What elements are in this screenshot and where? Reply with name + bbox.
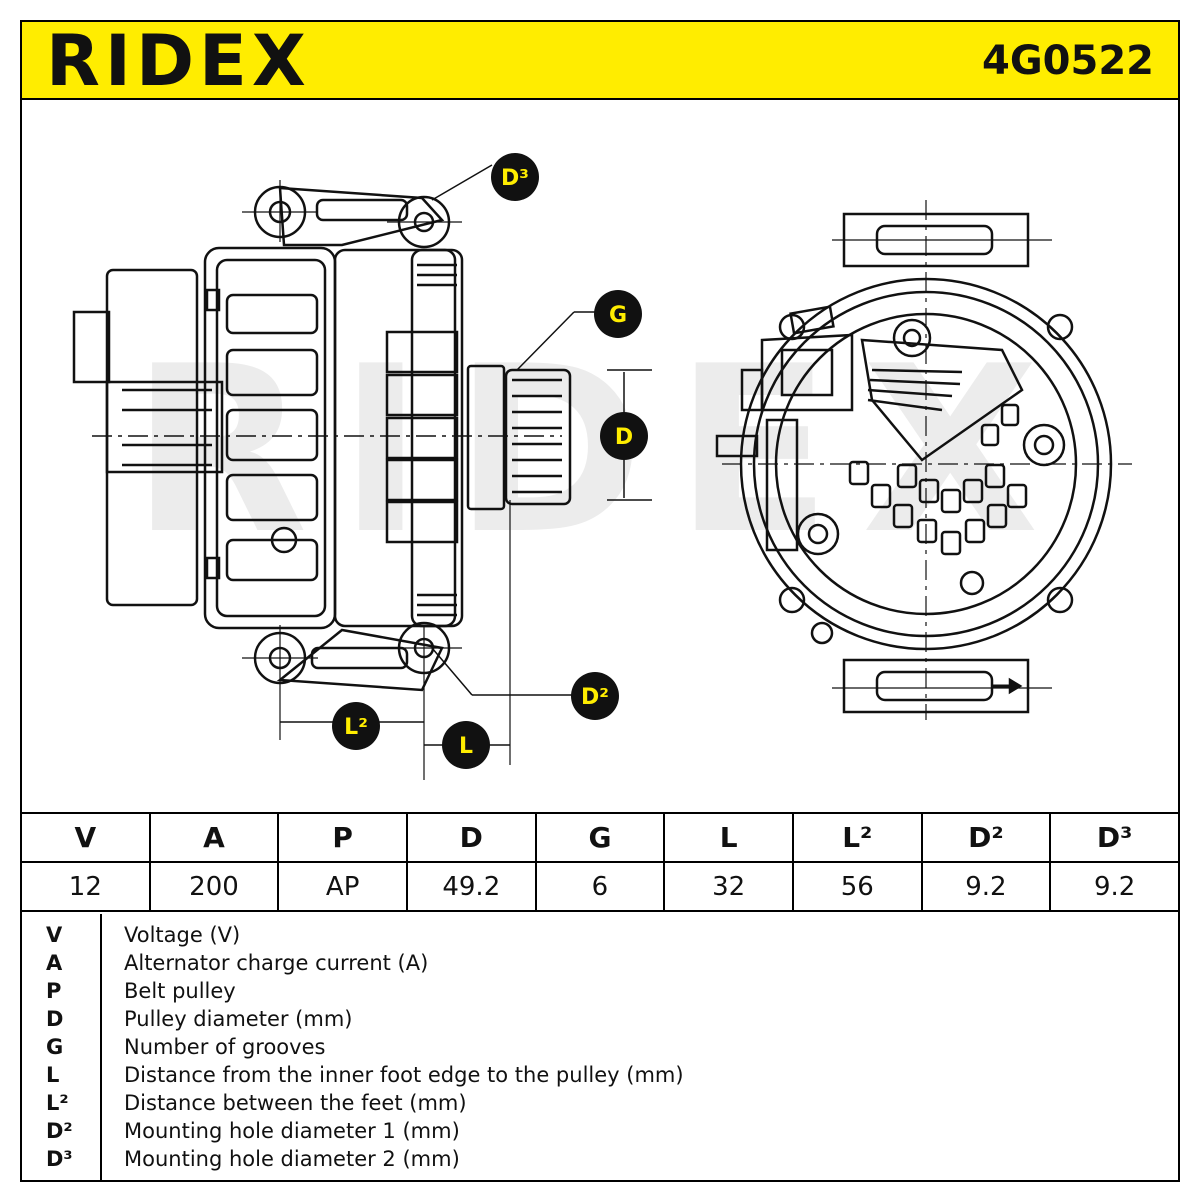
spec-header-l: L: [663, 812, 794, 863]
spec-header-d2: D²: [920, 812, 1052, 863]
part-number: 4G0522: [982, 38, 1154, 84]
spec-header-l2: L²: [791, 812, 923, 863]
spec-header-g: G: [534, 812, 666, 863]
legend-text: Mounting hole diameter 1 (mm): [124, 1119, 460, 1143]
legend-symbol: V: [46, 923, 63, 947]
callout-l2: L²: [332, 702, 380, 750]
header-bar: RIDEX 4G0522: [20, 20, 1180, 100]
legend-row: P Belt pulley: [20, 977, 1180, 1005]
spec-value-row: 12 200 AP 49.2 6 32 56 9.2 9.2: [20, 861, 1180, 912]
legend-row: L Distance from the inner foot edge to t…: [20, 1061, 1180, 1089]
legend-row: L² Distance between the feet (mm): [20, 1089, 1180, 1117]
svg-text:D: D: [615, 425, 633, 450]
legend-symbol: P: [46, 979, 62, 1003]
side-view-alternator: [72, 180, 572, 780]
legend-text: Pulley diameter (mm): [124, 1007, 353, 1031]
legend-row: D³ Mounting hole diameter 2 (mm): [20, 1145, 1180, 1173]
callout-l: L: [442, 721, 490, 769]
spec-header-v: V: [20, 812, 151, 863]
legend-symbol: D³: [46, 1147, 73, 1171]
spec-header-row: V A P D G L L² D² D³: [20, 812, 1180, 863]
spec-value-v: 12: [20, 861, 151, 912]
legend-text: Distance between the feet (mm): [124, 1091, 467, 1115]
svg-text:G: G: [609, 303, 627, 328]
legend-text: Number of grooves: [124, 1035, 326, 1059]
rear-view-alternator: [715, 200, 1132, 720]
spec-value-d3: 9.2: [1049, 861, 1180, 912]
spec-value-p: AP: [277, 861, 408, 912]
spec-value-a: 200: [148, 861, 280, 912]
svg-text:D³: D³: [501, 166, 529, 191]
spec-header-d: D: [405, 812, 537, 863]
callout-d2: D²: [571, 672, 619, 720]
spec-value-l: 32: [663, 861, 794, 912]
svg-text:D²: D²: [581, 685, 609, 710]
legend-text: Alternator charge current (A): [124, 951, 429, 975]
legend-symbol: D²: [46, 1119, 73, 1143]
legend-divider: [100, 914, 102, 1182]
callout-g: G: [594, 290, 642, 338]
legend-row: A Alternator charge current (A): [20, 949, 1180, 977]
legend-symbol: G: [46, 1035, 64, 1059]
spec-value-d2: 9.2: [920, 861, 1052, 912]
watermark: RIDEX: [131, 318, 1069, 585]
spec-value-d: 49.2: [405, 861, 537, 912]
spec-table: V A P D G L L² D² D³ 12 200 AP 49.2 6 32…: [20, 812, 1180, 912]
callout-d: D: [600, 412, 648, 460]
legend-symbol: A: [46, 951, 63, 975]
legend-row: V Voltage (V): [20, 921, 1180, 949]
legend-text: Distance from the inner foot edge to the…: [124, 1063, 684, 1087]
callout-d3: D³: [491, 153, 539, 201]
legend-text: Mounting hole diameter 2 (mm): [124, 1147, 460, 1171]
legend-row: G Number of grooves: [20, 1033, 1180, 1061]
brand-logo: RIDEX: [46, 20, 311, 102]
legend-symbol: L: [46, 1063, 60, 1087]
legend-symbol: D: [46, 1007, 64, 1031]
legend-symbol: L²: [46, 1091, 69, 1115]
spec-value-g: 6: [534, 861, 666, 912]
legend: V Voltage (V) A Alternator charge curren…: [20, 914, 1180, 1182]
spec-header-p: P: [277, 812, 408, 863]
spec-value-l2: 56: [791, 861, 923, 912]
svg-text:L: L: [459, 734, 473, 759]
spec-header-d3: D³: [1049, 812, 1180, 863]
legend-text: Voltage (V): [124, 923, 241, 947]
technical-drawing: RIDEX: [72, 153, 1132, 780]
legend-text: Belt pulley: [124, 979, 236, 1003]
legend-row: D² Mounting hole diameter 1 (mm): [20, 1117, 1180, 1145]
legend-row: D Pulley diameter (mm): [20, 1005, 1180, 1033]
svg-text:L²: L²: [344, 715, 368, 740]
spec-header-a: A: [148, 812, 280, 863]
